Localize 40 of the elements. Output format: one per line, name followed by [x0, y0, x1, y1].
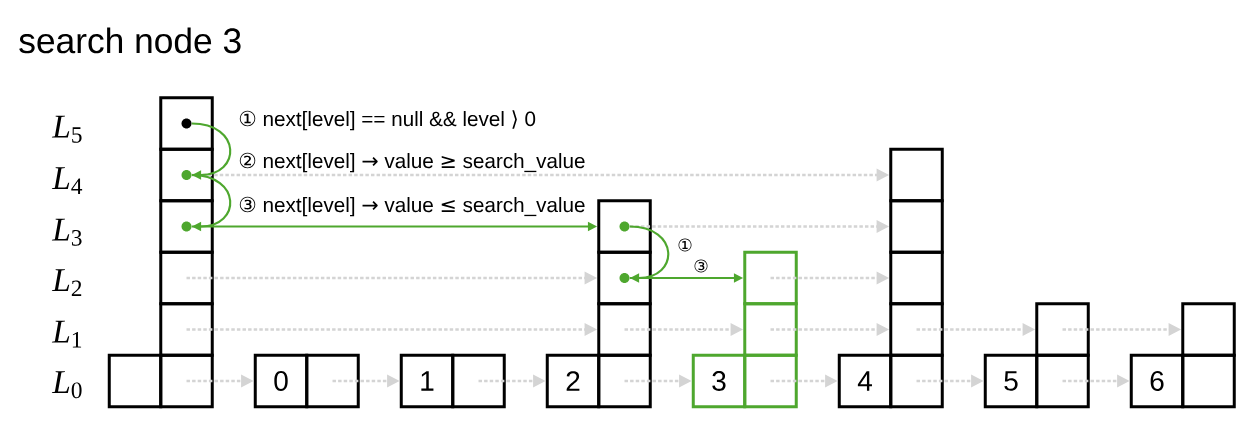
- list-cell: [1181, 353, 1236, 409]
- list-cell: [889, 302, 944, 357]
- key-cell: 1: [399, 353, 455, 409]
- list-cell: [1035, 353, 1090, 409]
- edge-label: ③: [692, 258, 710, 274]
- list-cell: [597, 302, 652, 357]
- condition-note: ② next[level] → value ≥ search_value: [239, 152, 585, 173]
- list-cell: [159, 353, 214, 409]
- list-cell: [743, 302, 798, 357]
- level-label: L$_{1}$: [51, 320, 82, 348]
- key-cell: 4: [837, 353, 893, 409]
- list-cell: [305, 353, 360, 409]
- path-arrow: [191, 173, 232, 232]
- level-label: L$_{4}$: [51, 167, 83, 194]
- list-cell: [743, 353, 798, 409]
- list-cell: [159, 302, 214, 357]
- list-cell: [159, 199, 214, 254]
- key-cell: 5: [983, 353, 1039, 409]
- key-cell: 6: [1129, 353, 1185, 409]
- key-cell: 2: [545, 353, 601, 409]
- list-cell: [889, 199, 944, 254]
- list-cell: [159, 96, 214, 151]
- level-label: L$_{0}$: [51, 371, 82, 399]
- level-label: L$_{5}$: [51, 115, 82, 143]
- condition-note: ① next[level] == null && level ⟩ 0: [239, 110, 536, 131]
- level-label: L$_{3}$: [51, 218, 82, 246]
- list-cell: [1035, 302, 1090, 357]
- level-label: L$_{2}$: [51, 269, 82, 296]
- list-cell: [1181, 302, 1236, 357]
- path-arrow: [629, 225, 670, 283]
- path-arrow: [191, 122, 232, 180]
- key-cell: 3: [691, 353, 747, 409]
- title: search node 3: [19, 27, 241, 54]
- key-cell: 0: [253, 353, 309, 409]
- list-cell: [597, 353, 652, 409]
- list-cell: [597, 199, 652, 254]
- list-cell: [889, 353, 944, 409]
- edge-label: ①: [676, 237, 694, 253]
- list-cell: [451, 353, 506, 409]
- condition-note: ③ next[level] → value ≤ search_value: [239, 196, 585, 217]
